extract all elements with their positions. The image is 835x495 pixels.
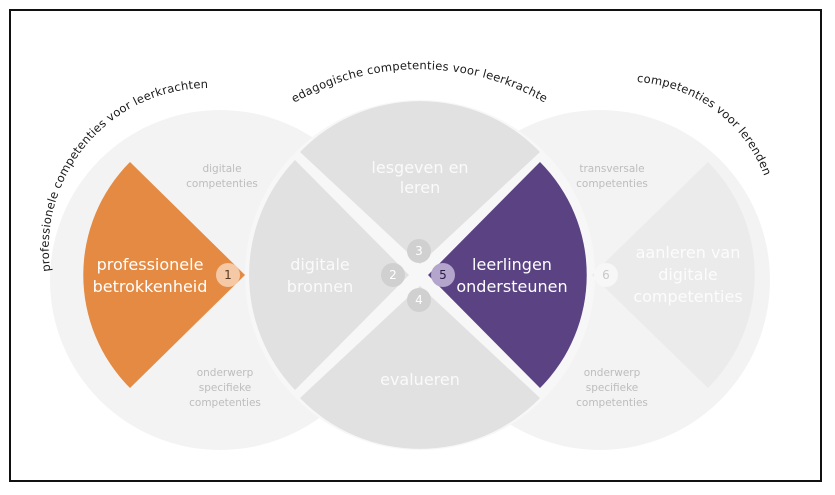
label-lesgeven: lesgeven en (371, 158, 468, 177)
segment-digitale-bronnen[interactable] (249, 160, 409, 390)
right-bottom-label-1: onderwerp (584, 367, 641, 379)
number-4: 4 (415, 293, 423, 307)
label-evalueren: evalueren (380, 370, 460, 389)
number-6: 6 (602, 268, 610, 282)
number-5: 5 (439, 268, 447, 282)
number-bubble-4 (407, 288, 431, 312)
number-bubble-5 (431, 263, 455, 287)
right-bottom-label-3: competenties (576, 397, 648, 409)
left-bottom-label-3: competenties (189, 397, 261, 409)
right-bottom-label-2: specifieke (586, 382, 639, 394)
left-top-label-1: digitale (202, 163, 241, 175)
right-top-label-2: competenties (576, 178, 648, 190)
label-ondersteunen: ondersteunen (456, 277, 567, 296)
segment-aanleren[interactable] (592, 162, 755, 388)
number-bubble-2 (381, 263, 405, 287)
label-professionele: professionele (97, 255, 204, 274)
number-bubble-1 (216, 263, 240, 287)
label-leren: leren (400, 178, 441, 197)
arc-label-center: pedagogische competenties voor leerkrach… (0, 0, 550, 105)
left-top-label-2: competenties (186, 178, 258, 190)
number-3: 3 (415, 244, 423, 258)
right-top-label-1: transversale (579, 163, 644, 175)
label-leerlingen: leerlingen (472, 255, 552, 274)
label-digitale: digitale (290, 255, 350, 274)
left-bottom-label-2: specifieke (199, 382, 252, 394)
number-bubble-3 (407, 239, 431, 263)
segment-evalueren[interactable] (300, 286, 540, 449)
number-bubble-6 (594, 263, 618, 287)
left-bottom-label-1: onderwerp (197, 367, 254, 379)
segment-professionele-betrokkenheid[interactable] (83, 162, 246, 388)
label-competenties: competenties (633, 287, 742, 306)
number-1: 1 (224, 268, 232, 282)
label-bronnen: bronnen (287, 277, 353, 296)
segment-lesgeven[interactable] (300, 101, 540, 264)
number-2: 2 (389, 268, 397, 282)
label-betrokkenheid: betrokkenheid (93, 277, 208, 296)
center-circle (245, 100, 595, 450)
label-aanleren: aanleren van (636, 243, 741, 262)
segment-leerlingen-ondersteunen[interactable] (428, 162, 587, 388)
arc-label-center-path: pedagogische competenties voor leerkrach… (0, 0, 550, 105)
label-digitale-2: digitale (658, 265, 718, 284)
